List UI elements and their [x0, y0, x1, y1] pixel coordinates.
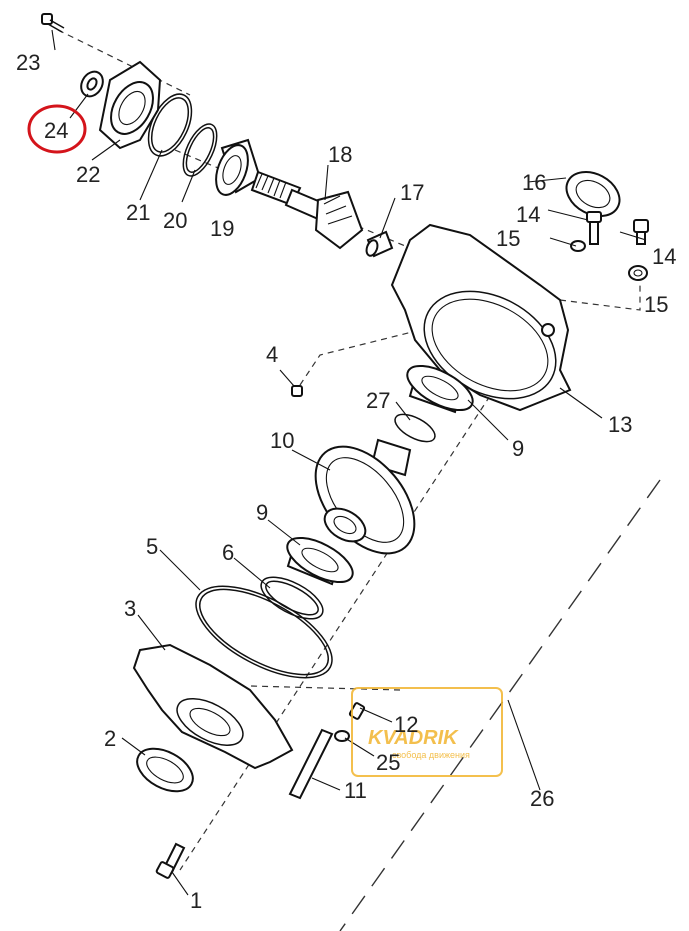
assembly-axis-lines — [57, 29, 661, 931]
watermark-tagline: свобода движения — [392, 750, 470, 760]
part-18-pinion-shaft — [250, 170, 364, 250]
part-9-bearing-lower — [286, 536, 354, 586]
label-14-upper: 14 — [516, 202, 540, 227]
part-15-washer-upper — [570, 240, 586, 252]
highlight-circle — [27, 104, 87, 154]
label-15-right: 15 — [644, 292, 668, 317]
label-9-lower: 9 — [256, 500, 268, 525]
part-27-o-ring — [394, 413, 436, 443]
part-13-gear-housing — [390, 223, 572, 412]
part-1-bolt — [155, 842, 186, 879]
part-23-bolt — [41, 13, 65, 33]
kvadrik-watermark: KVADRIK свобода движения — [351, 687, 503, 777]
label-20: 20 — [163, 208, 187, 233]
label-14-right: 14 — [652, 244, 676, 269]
part-15-washer-lower — [628, 265, 648, 281]
part-labels: 23 24 22 21 20 19 18 17 16 14 15 14 15 1… — [16, 50, 676, 913]
part-20-circlip — [182, 123, 218, 177]
label-9-upper: 9 — [512, 436, 524, 461]
label-27: 27 — [366, 388, 390, 413]
part-22-bearing-cover — [98, 60, 162, 150]
label-2: 2 — [104, 726, 116, 751]
label-16: 16 — [522, 170, 546, 195]
label-11: 11 — [344, 778, 367, 803]
label-17: 17 — [400, 180, 424, 205]
label-5: 5 — [146, 534, 158, 559]
label-10: 10 — [270, 428, 294, 453]
label-25: 25 — [376, 750, 400, 775]
part-21-o-ring — [147, 93, 193, 157]
label-22: 22 — [76, 162, 100, 187]
part-24-washer — [80, 70, 104, 98]
part-3-housing-cover — [132, 643, 294, 770]
label-1: 1 — [190, 888, 202, 913]
part-16-oil-seal — [565, 170, 621, 218]
part-4-dowel-pin — [291, 385, 303, 397]
label-12: 12 — [394, 712, 418, 737]
part-14-breather-bolt — [586, 211, 602, 245]
label-26: 26 — [530, 786, 554, 811]
part-5-large-o-ring — [195, 585, 333, 679]
part-17-bushing — [365, 230, 394, 258]
part-2-oil-seal — [136, 747, 194, 793]
part-10-ring-gear — [314, 438, 416, 555]
label-4: 4 — [266, 342, 278, 367]
label-24: 24 — [44, 118, 68, 143]
part-14-drain-bolt — [633, 219, 649, 245]
label-3: 3 — [124, 596, 136, 621]
watermark-brand: KVADRIK — [368, 727, 459, 749]
part-11-pin — [288, 728, 334, 800]
label-18: 18 — [328, 142, 352, 167]
label-23: 23 — [16, 50, 40, 75]
part-19-bearing — [215, 138, 262, 196]
label-19: 19 — [210, 216, 234, 241]
label-6: 6 — [222, 540, 234, 565]
label-13: 13 — [608, 412, 632, 437]
part-9-bearing-upper — [406, 364, 474, 414]
leader-lines — [51, 29, 647, 896]
label-15-upper: 15 — [496, 226, 520, 251]
label-21: 21 — [126, 200, 150, 225]
